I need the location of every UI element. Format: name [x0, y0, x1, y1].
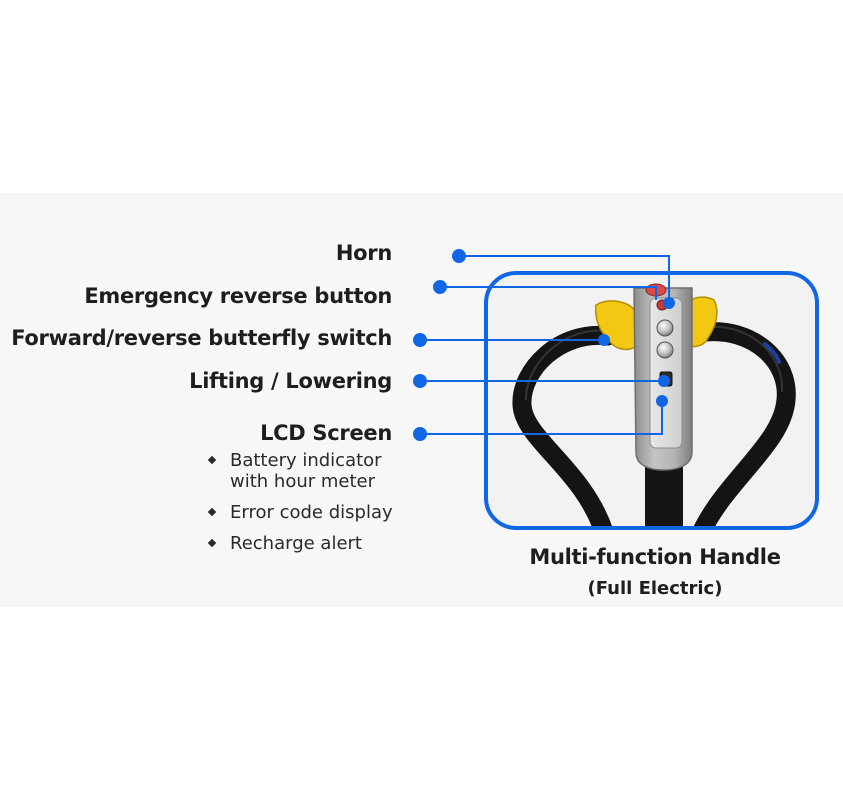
label-lifting-lowering: Lifting / Lowering [189, 369, 392, 393]
callout-dots [413, 249, 675, 441]
caption-subtitle: (Full Electric) [587, 578, 723, 599]
handle-left-arm [512, 325, 618, 528]
lcd-feature-list: Battery indicator with hour meter Error … [207, 450, 393, 564]
callout-line-lcd [420, 403, 663, 435]
target-dot-lifting [658, 375, 670, 387]
callout-line-emergency [440, 286, 657, 300]
handle-frame-border [484, 271, 819, 530]
target-dot-horn [663, 297, 675, 309]
callout-dot-lifting [413, 374, 427, 388]
lower-button [656, 341, 674, 359]
callout-dot-horn [452, 249, 466, 263]
label-horn: Horn [335, 241, 392, 265]
target-dot-butterfly [598, 334, 610, 346]
lift-button [656, 319, 674, 337]
callout-lines [420, 255, 670, 435]
label-emergency-reverse: Emergency reverse button [84, 284, 392, 308]
diamond-bullet-icon [207, 507, 217, 517]
list-item: Error code display [207, 502, 393, 523]
diamond-bullet-icon [207, 455, 217, 465]
feature-text: Recharge alert [230, 533, 362, 554]
callout-dot-lcd [413, 427, 427, 441]
callout-dot-emergency [433, 280, 447, 294]
feature-text: Error code display [230, 502, 393, 523]
callout-dot-butterfly [413, 333, 427, 347]
label-butterfly-switch: Forward/reverse butterfly switch [11, 326, 392, 350]
feature-text: Battery indicator with hour meter [230, 450, 382, 492]
diamond-bullet-icon [207, 538, 217, 548]
callout-line-horn [459, 255, 670, 299]
list-item: Recharge alert [207, 533, 393, 554]
handle-right-arm [690, 322, 796, 528]
label-lcd-screen: LCD Screen [260, 421, 392, 445]
list-item: Battery indicator with hour meter [207, 450, 393, 492]
target-dot-lcd [656, 395, 668, 407]
caption-title: Multi-function Handle [529, 545, 781, 569]
